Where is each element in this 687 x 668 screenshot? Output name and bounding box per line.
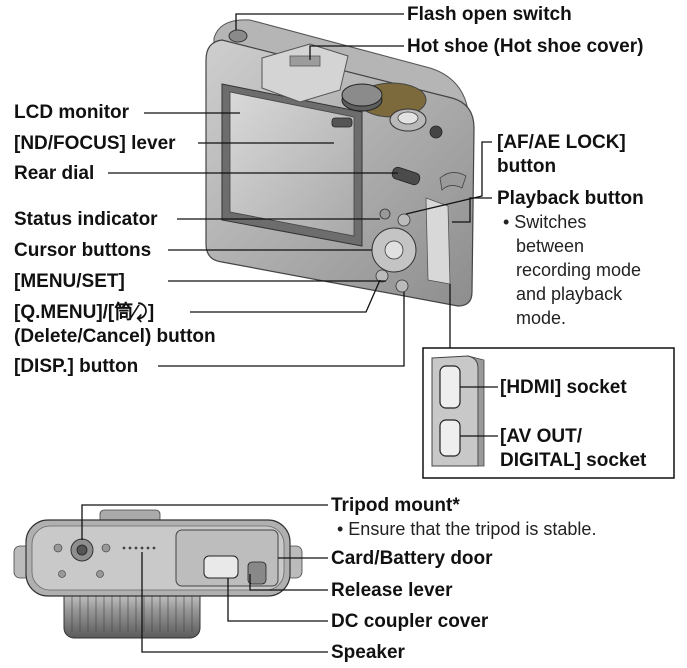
camera-rear-view — [205, 19, 475, 307]
delete-cancel-label: (Delete/Cancel) button — [14, 326, 216, 347]
hot-shoe-label: Hot shoe (Hot shoe cover) — [407, 36, 644, 57]
qmenu-label: [Q.MENU]/[筒∕⤸] — [14, 302, 155, 323]
rear-dial-label: Rear dial — [14, 163, 95, 184]
nd-focus-lever-label: [ND/FOCUS] lever — [14, 133, 176, 154]
af-ae-lock-label: [AF/AE LOCK] — [497, 132, 626, 153]
tripod-note: • Ensure that the tripod is stable. — [337, 519, 597, 539]
playback-note-line-1: • Switches — [503, 212, 587, 232]
cursor-buttons-label: Cursor buttons — [14, 240, 152, 261]
menu-set-label: [MENU/SET] — [14, 271, 125, 292]
socket-inset — [422, 347, 675, 479]
release-lever-label: Release lever — [331, 580, 453, 601]
digital-socket-label: DIGITAL] socket — [500, 450, 647, 471]
tripod-mount-label: Tripod mount* — [331, 495, 460, 516]
playback-note-line-3: recording mode — [516, 260, 642, 280]
dc-coupler-cover-label: DC coupler cover — [331, 611, 489, 632]
playback-note-line-2: between — [516, 236, 585, 256]
disp-button-label: [DISP.] button — [14, 356, 139, 377]
status-indicator-label: Status indicator — [14, 209, 158, 230]
speaker-label: Speaker — [331, 642, 405, 663]
lcd-monitor-label: LCD monitor — [14, 102, 130, 123]
playback-note-line-4: and playback — [516, 284, 623, 304]
camera-bottom-view — [13, 509, 303, 639]
playback-button-label: Playback button — [497, 188, 644, 209]
flash-open-switch-label: Flash open switch — [407, 4, 572, 25]
playback-note-line-5: mode. — [516, 308, 567, 328]
av-out-label: [AV OUT/ — [500, 426, 582, 447]
leader-lines — [81, 13, 498, 653]
hdmi-socket-label: [HDMI] socket — [500, 377, 627, 398]
card-battery-door-label: Card/Battery door — [331, 548, 493, 569]
af-ae-lock-button-label: button — [497, 156, 557, 177]
